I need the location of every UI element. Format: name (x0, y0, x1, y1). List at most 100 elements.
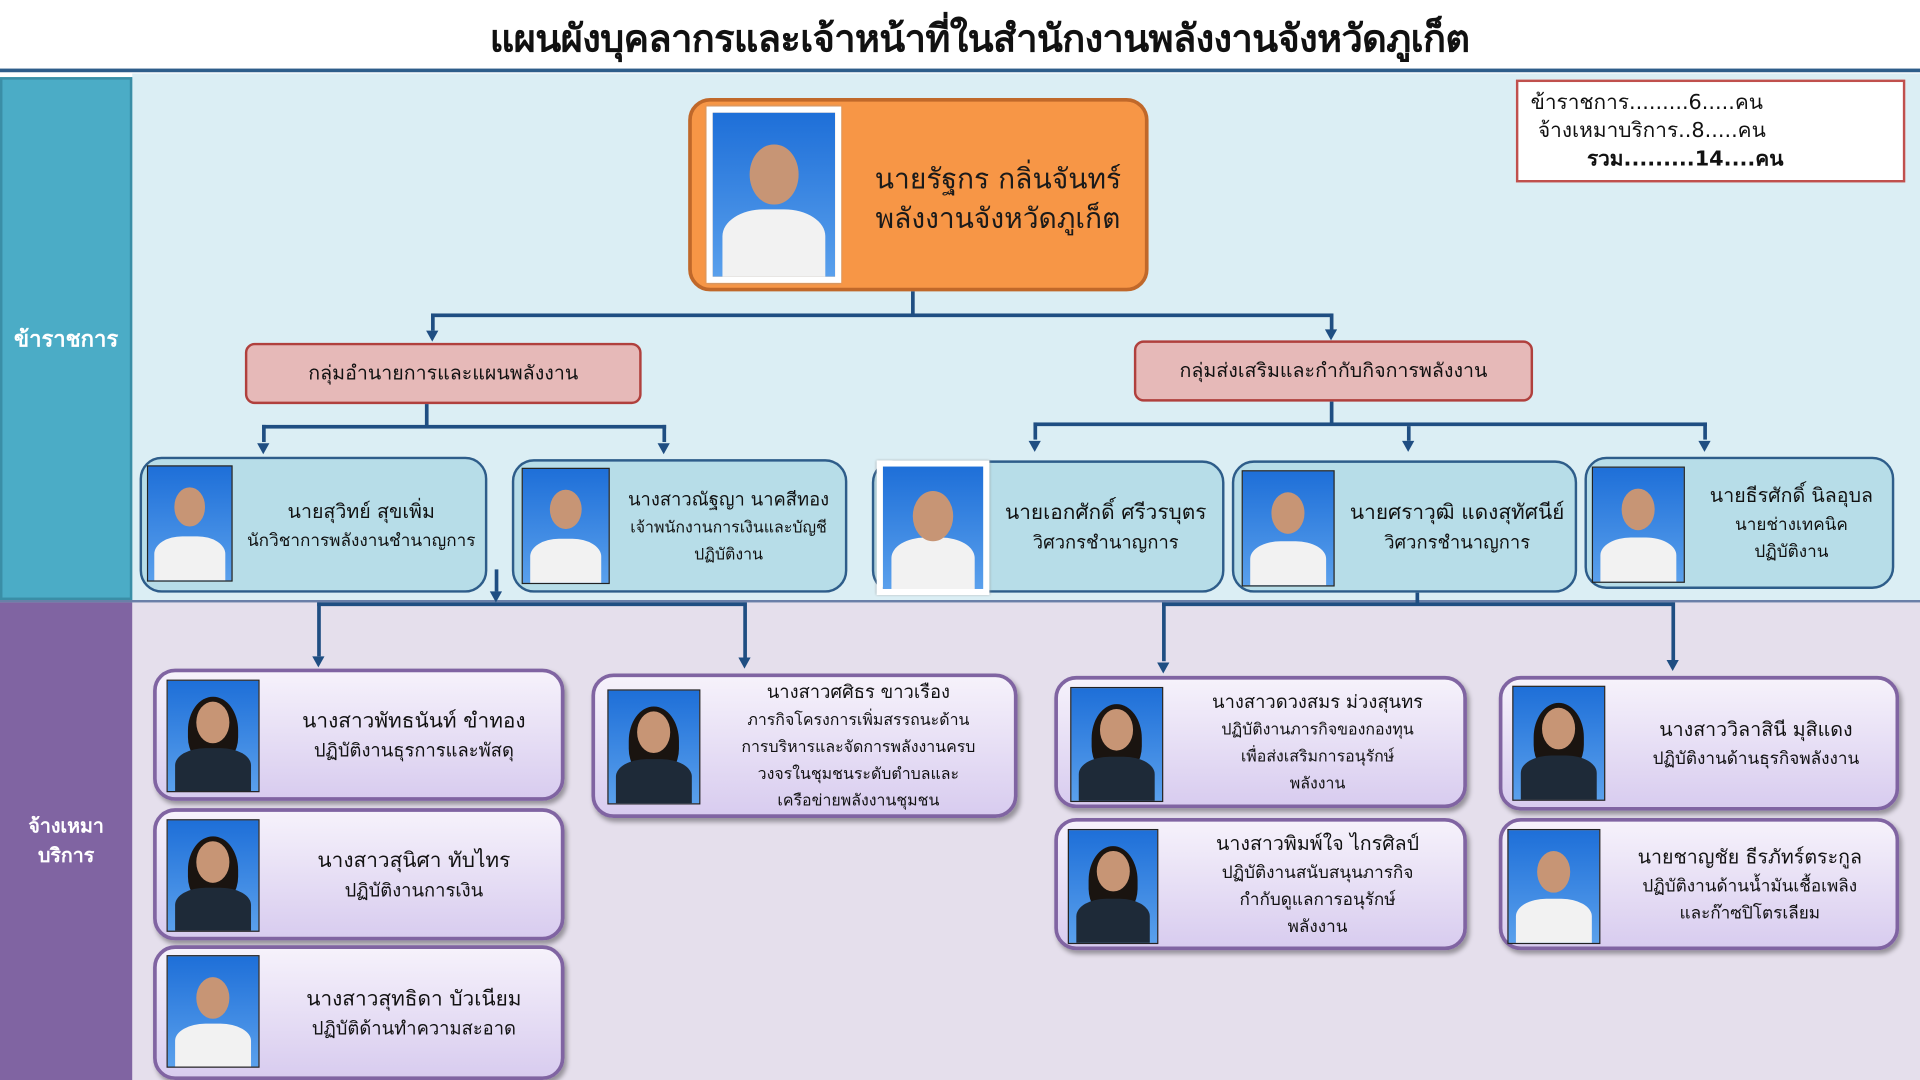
group-admin-planning: กลุ่มอำนายการและแผนพลังงาน (244, 342, 642, 405)
connector-line (1329, 401, 1334, 424)
staff-name: นางสาวสุนิศา ทับไทร (317, 848, 511, 874)
connector-line (1162, 602, 1674, 607)
connector-line (494, 569, 499, 592)
connector-line (1703, 422, 1707, 440)
civil-staff-card: นายสุวิทย์ สุขเพิ่มนักวิชาการพลังงานชำนา… (139, 456, 488, 593)
staff-name: นางสาวณัฐญา นาคสีทอง (627, 487, 830, 511)
staff-position: ภารกิจโครงการเพิ่มสรรถนะด้าน (747, 711, 970, 730)
summary-civil: ข้าราชการ.........6.....คน (1530, 90, 1764, 116)
staff-position: วงจรในชุมชนระดับตำบลและ (757, 765, 960, 784)
civil-servant-label: ข้าราชการ (0, 77, 133, 601)
staff-position: ปฏิบัติงานด้านธุรกิจพลังงาน (1652, 749, 1860, 769)
contract-staff-card: นางสาวพิมพ์ใจ ไกรศิลป์ปฏิบัติงานสนับสนุน… (1054, 817, 1467, 951)
staff-photo (1241, 470, 1335, 587)
staff-info: นางสาวณัฐญา นาคสีทองเจ้าพนักงานการเงินแล… (610, 483, 848, 569)
staff-position: วิศวกรชำนาญการ (1384, 531, 1531, 554)
staff-name: นางสาวศศิธร ขาวเรือง (766, 680, 950, 703)
contract-staff-card: นายชาญชัย ธีรภัทร์ตระกูลปฏิบัติงานด้านน้… (1498, 817, 1900, 951)
staff-info: นางสาวสุทธิดา บัวเนียมปฏิบัติด้านทำความส… (273, 983, 555, 1042)
staff-name: นายชาญชัย ธีรภัทร์ตระกูล (1637, 844, 1862, 869)
connector-line (431, 313, 435, 331)
staff-name: นางสาวดวงสมร ม่วงสุนทร (1212, 690, 1424, 713)
staff-position: นายช่างเทคนิค (1735, 515, 1848, 536)
title-divider (0, 68, 1920, 73)
staff-info: นายชาญชัย ธีรภัทร์ตระกูลปฏิบัติงานด้านน้… (1603, 841, 1897, 927)
connector-line (1671, 602, 1676, 662)
connector-line (1406, 426, 1411, 441)
section-divider (0, 600, 1920, 603)
staff-position: ปฏิบัติงานธุรการและพัสดุ (313, 739, 514, 762)
group-promotion-regulation: กลุ่มส่งเสริมและกำกับกิจการพลังงาน (1133, 340, 1534, 402)
staff-position: ปฏิบัติงานสนับสนุนภารกิจ (1221, 863, 1414, 883)
staff-position: เจ้าพนักงานการเงินและบัญชี (630, 518, 827, 537)
staff-info: นายธีรศักดิ์ นิลอุบลนายช่างเทคนิคปฏิบัติ… (1690, 480, 1893, 566)
arrow-down-icon (312, 656, 325, 668)
connector-line (1033, 422, 1707, 427)
contract-staff-card: นางสาววิลาสินี มุสิแดงปฏิบัติงานด้านธุรก… (1498, 675, 1900, 811)
staff-info: นางสาวดวงสมร ม่วงสุนทรปฏิบัติงานภารกิจขอ… (1171, 686, 1465, 799)
arrow-down-icon (489, 591, 503, 603)
staff-info: นายสุวิทย์ สุขเพิ่มนักวิชาการพลังงานชำนา… (235, 495, 487, 554)
staff-name: นายเอกศักดิ์ ศรีวรบุตร (1004, 500, 1207, 526)
connector-line (1033, 422, 1038, 440)
connector-line (317, 602, 321, 657)
staff-photo (876, 460, 990, 596)
staff-position: วิศวกรชำนาญการ (1032, 531, 1179, 554)
staff-position: การบริหารและจัดการพลังงานครบ (741, 738, 976, 757)
connector-line (424, 404, 429, 427)
director-info: นายรัฐกร กลิ่นจันทร์ พลังงานจังหวัดภูเก็… (851, 160, 1145, 238)
contract-staff-label: จ้างเหมาบริการ (0, 602, 133, 1080)
arrow-down-icon (657, 443, 670, 455)
staff-name: นายสุวิทย์ สุขเพิ่ม (287, 498, 435, 523)
staff-info: นางสาวพิมพ์ใจ ไกรศิลป์ปฏิบัติงานสนับสนุน… (1171, 828, 1465, 941)
staff-name: นางสาววิลาสินี มุสิแดง (1659, 717, 1853, 741)
contract-staff-card: นางสาวศศิธร ขาวเรืองภารกิจโครงการเพิ่มสร… (591, 673, 1018, 818)
arrow-down-icon (738, 657, 751, 669)
staff-photo (706, 106, 842, 283)
civil-staff-card: นางสาวณัฐญา นาคสีทองเจ้าพนักงานการเงินแล… (511, 459, 848, 593)
connector-line (431, 313, 1333, 318)
staff-photo (146, 465, 233, 582)
staff-info: นางสาวพัทธนันท์ ขำทองปฏิบัติงานธุรการและ… (273, 705, 555, 764)
connector-line (1329, 313, 1334, 331)
staff-photo (607, 689, 701, 805)
staff-position: ปฏิบัติงาน (694, 545, 763, 564)
page-title: แผนผังบุคลากรและเจ้าหน้าที่ในสำนักงานพลั… (489, 17, 1470, 62)
staff-photo (1070, 686, 1164, 803)
civil-staff-card: นายธีรศักดิ์ นิลอุบลนายช่างเทคนิคปฏิบัติ… (1584, 456, 1895, 589)
staff-position: ปฏิบัติงานภารกิจของกองทุน (1221, 721, 1414, 740)
staff-position: เครือข่ายพลังงานชุมชน (777, 792, 940, 811)
staff-info: นายศราวุฒิ แดงสุทัศนีย์วิศวกรชำนาญการ (1337, 497, 1577, 556)
staff-info: นางสาววิลาสินี มุสิแดงปฏิบัติงานด้านธุรก… (1615, 714, 1897, 773)
connector-line (317, 602, 746, 607)
staff-photo (1512, 685, 1606, 801)
staff-position: ปฏิบัติงาน (1754, 542, 1829, 563)
contract-staff-card: นางสาวพัทธนันท์ ขำทองปฏิบัติงานธุรการและ… (153, 668, 565, 801)
director-card: นายรัฐกร กลิ่นจันทร์ พลังงานจังหวัดภูเก็… (688, 97, 1149, 292)
staff-photo (166, 819, 260, 932)
connector-line (1162, 602, 1166, 662)
summary-total: รวม.........14....คน (1586, 146, 1784, 172)
arrow-down-icon (1666, 660, 1679, 672)
connector-line (662, 424, 667, 443)
connector-line (1415, 592, 1420, 605)
contract-staff-card: นางสาวสุนิศา ทับไทรปฏิบัติงานการเงิน (153, 808, 565, 941)
staff-position: กำกับดูแลการอนุรักษ์ (1239, 890, 1396, 910)
staff-position: พลังงาน (1289, 775, 1346, 794)
staff-position: เพื่อส่งเสริมการอนุรักษ์ (1240, 748, 1395, 767)
staff-photo (166, 955, 260, 1068)
connector-line (262, 424, 266, 443)
staff-name: นายธีรศักดิ์ นิลอุบล (1709, 483, 1874, 507)
contract-staff-card: นางสาวดวงสมร ม่วงสุนทรปฏิบัติงานภารกิจขอ… (1054, 675, 1467, 809)
civil-staff-card: นายศราวุฒิ แดงสุทัศนีย์วิศวกรชำนาญการ (1231, 460, 1578, 593)
civil-staff-card: นายเอกศักดิ์ ศรีวรบุตรวิศวกรชำนาญการ (871, 460, 1225, 596)
staff-summary-box: ข้าราชการ.........6.....คน จ้างเหมาบริกา… (1515, 79, 1906, 183)
staff-photo (166, 679, 260, 793)
arrow-down-icon (257, 443, 270, 455)
staff-position: และก๊าซปิโตรเลียม (1679, 903, 1821, 924)
contract-staff-label-text: จ้างเหมาบริการ (28, 814, 104, 867)
staff-photo (1591, 466, 1685, 583)
staff-info: นายเอกศักดิ์ ศรีวรบุตรวิศวกรชำนาญการ (989, 497, 1222, 556)
arrow-down-icon (426, 330, 439, 342)
connector-line (743, 602, 747, 662)
